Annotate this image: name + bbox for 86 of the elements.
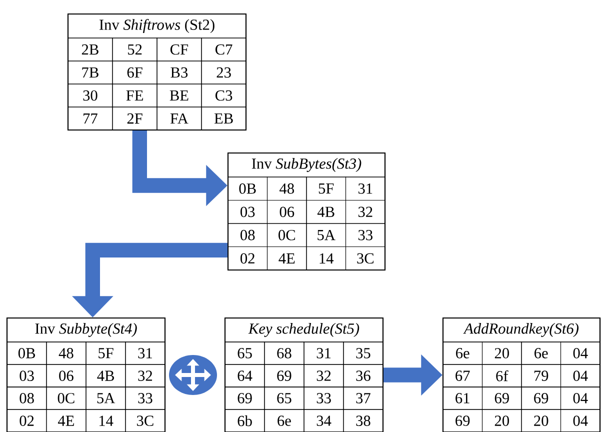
table-cell: 6f [482,364,522,388]
table-cell: 20 [482,342,522,365]
table-cell: 69 [482,386,522,410]
table-cell: 20 [482,409,522,432]
table-cell: 5A [306,223,346,247]
table-cell: 69 [264,364,304,388]
table-cell: 03 [228,200,268,224]
table-cell: 6b [224,409,265,432]
table-cell: 67 [442,364,482,388]
table-cell: 06 [267,200,307,224]
table-cell: 14 [86,409,126,432]
table-cell: 04 [560,342,600,365]
table-cell: CF [156,38,202,62]
table-cell: 5A [86,386,126,410]
table-cell: 79 [521,364,561,388]
table-cell: BE [156,84,202,108]
table-cell: 3C [346,246,386,270]
table-cell: 2F [112,106,158,130]
table-cell: 33 [346,223,386,247]
table-cell: 08 [6,386,47,410]
table-cell: 02 [228,246,268,270]
table-cell: 04 [560,386,600,410]
table-cell: 32 [125,364,166,388]
table-heading: Inv Shiftrows (St2) [68,14,246,38]
table-cell: 2B [68,38,113,62]
table-heading: AddRoundkey(St6) [442,318,600,342]
table-cell: 65 [264,386,304,410]
table-cell: B3 [156,60,202,84]
table-cell: 23 [201,60,246,84]
table-cell: 4E [46,409,86,432]
table-cell: 5F [86,342,126,365]
table-cell: 4B [306,200,346,224]
table-cell: 06 [46,364,86,388]
table-cell: 69 [224,386,265,410]
table-cell: 52 [112,38,158,62]
table-cell: 0C [46,386,86,410]
table-cell: 6F [112,60,158,84]
table-cell: 48 [267,176,307,200]
table-cell: 7B [68,60,113,84]
table-cell: 6e [264,409,304,432]
table-cell: 14 [306,246,346,270]
table-cell: 48 [46,342,86,365]
table-heading: Key schedule(St5) [224,318,384,342]
table-cell: 6e [442,342,482,365]
table-cell: 37 [343,386,384,410]
table-cell: 4E [267,246,307,270]
table-cell: 61 [442,386,482,410]
table-cell: 31 [304,342,344,365]
table-cell: EB [201,106,246,130]
table-cell: C7 [201,38,246,62]
table-cell: 31 [125,342,166,365]
table-cell: 02 [6,409,47,432]
table-cell: 04 [560,364,600,388]
table-cell: FA [156,106,202,130]
table-cell: 3C [125,409,166,432]
table-cell: 77 [68,106,113,130]
table-heading: Inv SubBytes(St3) [228,152,386,178]
table-cell: 03 [6,364,47,388]
table-cell: C3 [201,84,246,108]
table-cell: 69 [442,409,482,432]
table-cell: 30 [68,84,113,108]
table-cell: 6e [521,342,561,365]
table-cell: 68 [264,342,304,365]
table-cell: 32 [304,364,344,388]
table-cell: 04 [560,409,600,432]
table-cell: 64 [224,364,265,388]
table-heading: Inv Subbyte(St4) [6,318,166,342]
table-cell: 33 [125,386,166,410]
table-cell: 34 [304,409,344,432]
table-cell: 0C [267,223,307,247]
table-cell: 36 [343,364,384,388]
table-cell: 32 [346,200,386,224]
table-cell: 4B [86,364,126,388]
table-cell: 0B [6,342,47,365]
table-cell: 33 [304,386,344,410]
table-cell: 35 [343,342,384,365]
table-cell: 20 [521,409,561,432]
table-cell: 69 [521,386,561,410]
table-cell: 38 [343,409,384,432]
table-cell: 5F [306,176,346,200]
table-cell: 0B [228,176,268,200]
move-icon [169,355,217,395]
table-cell: FE [112,84,158,108]
table-cell: 65 [224,342,265,365]
table-cell: 31 [346,176,386,200]
table-cell: 08 [228,223,268,247]
